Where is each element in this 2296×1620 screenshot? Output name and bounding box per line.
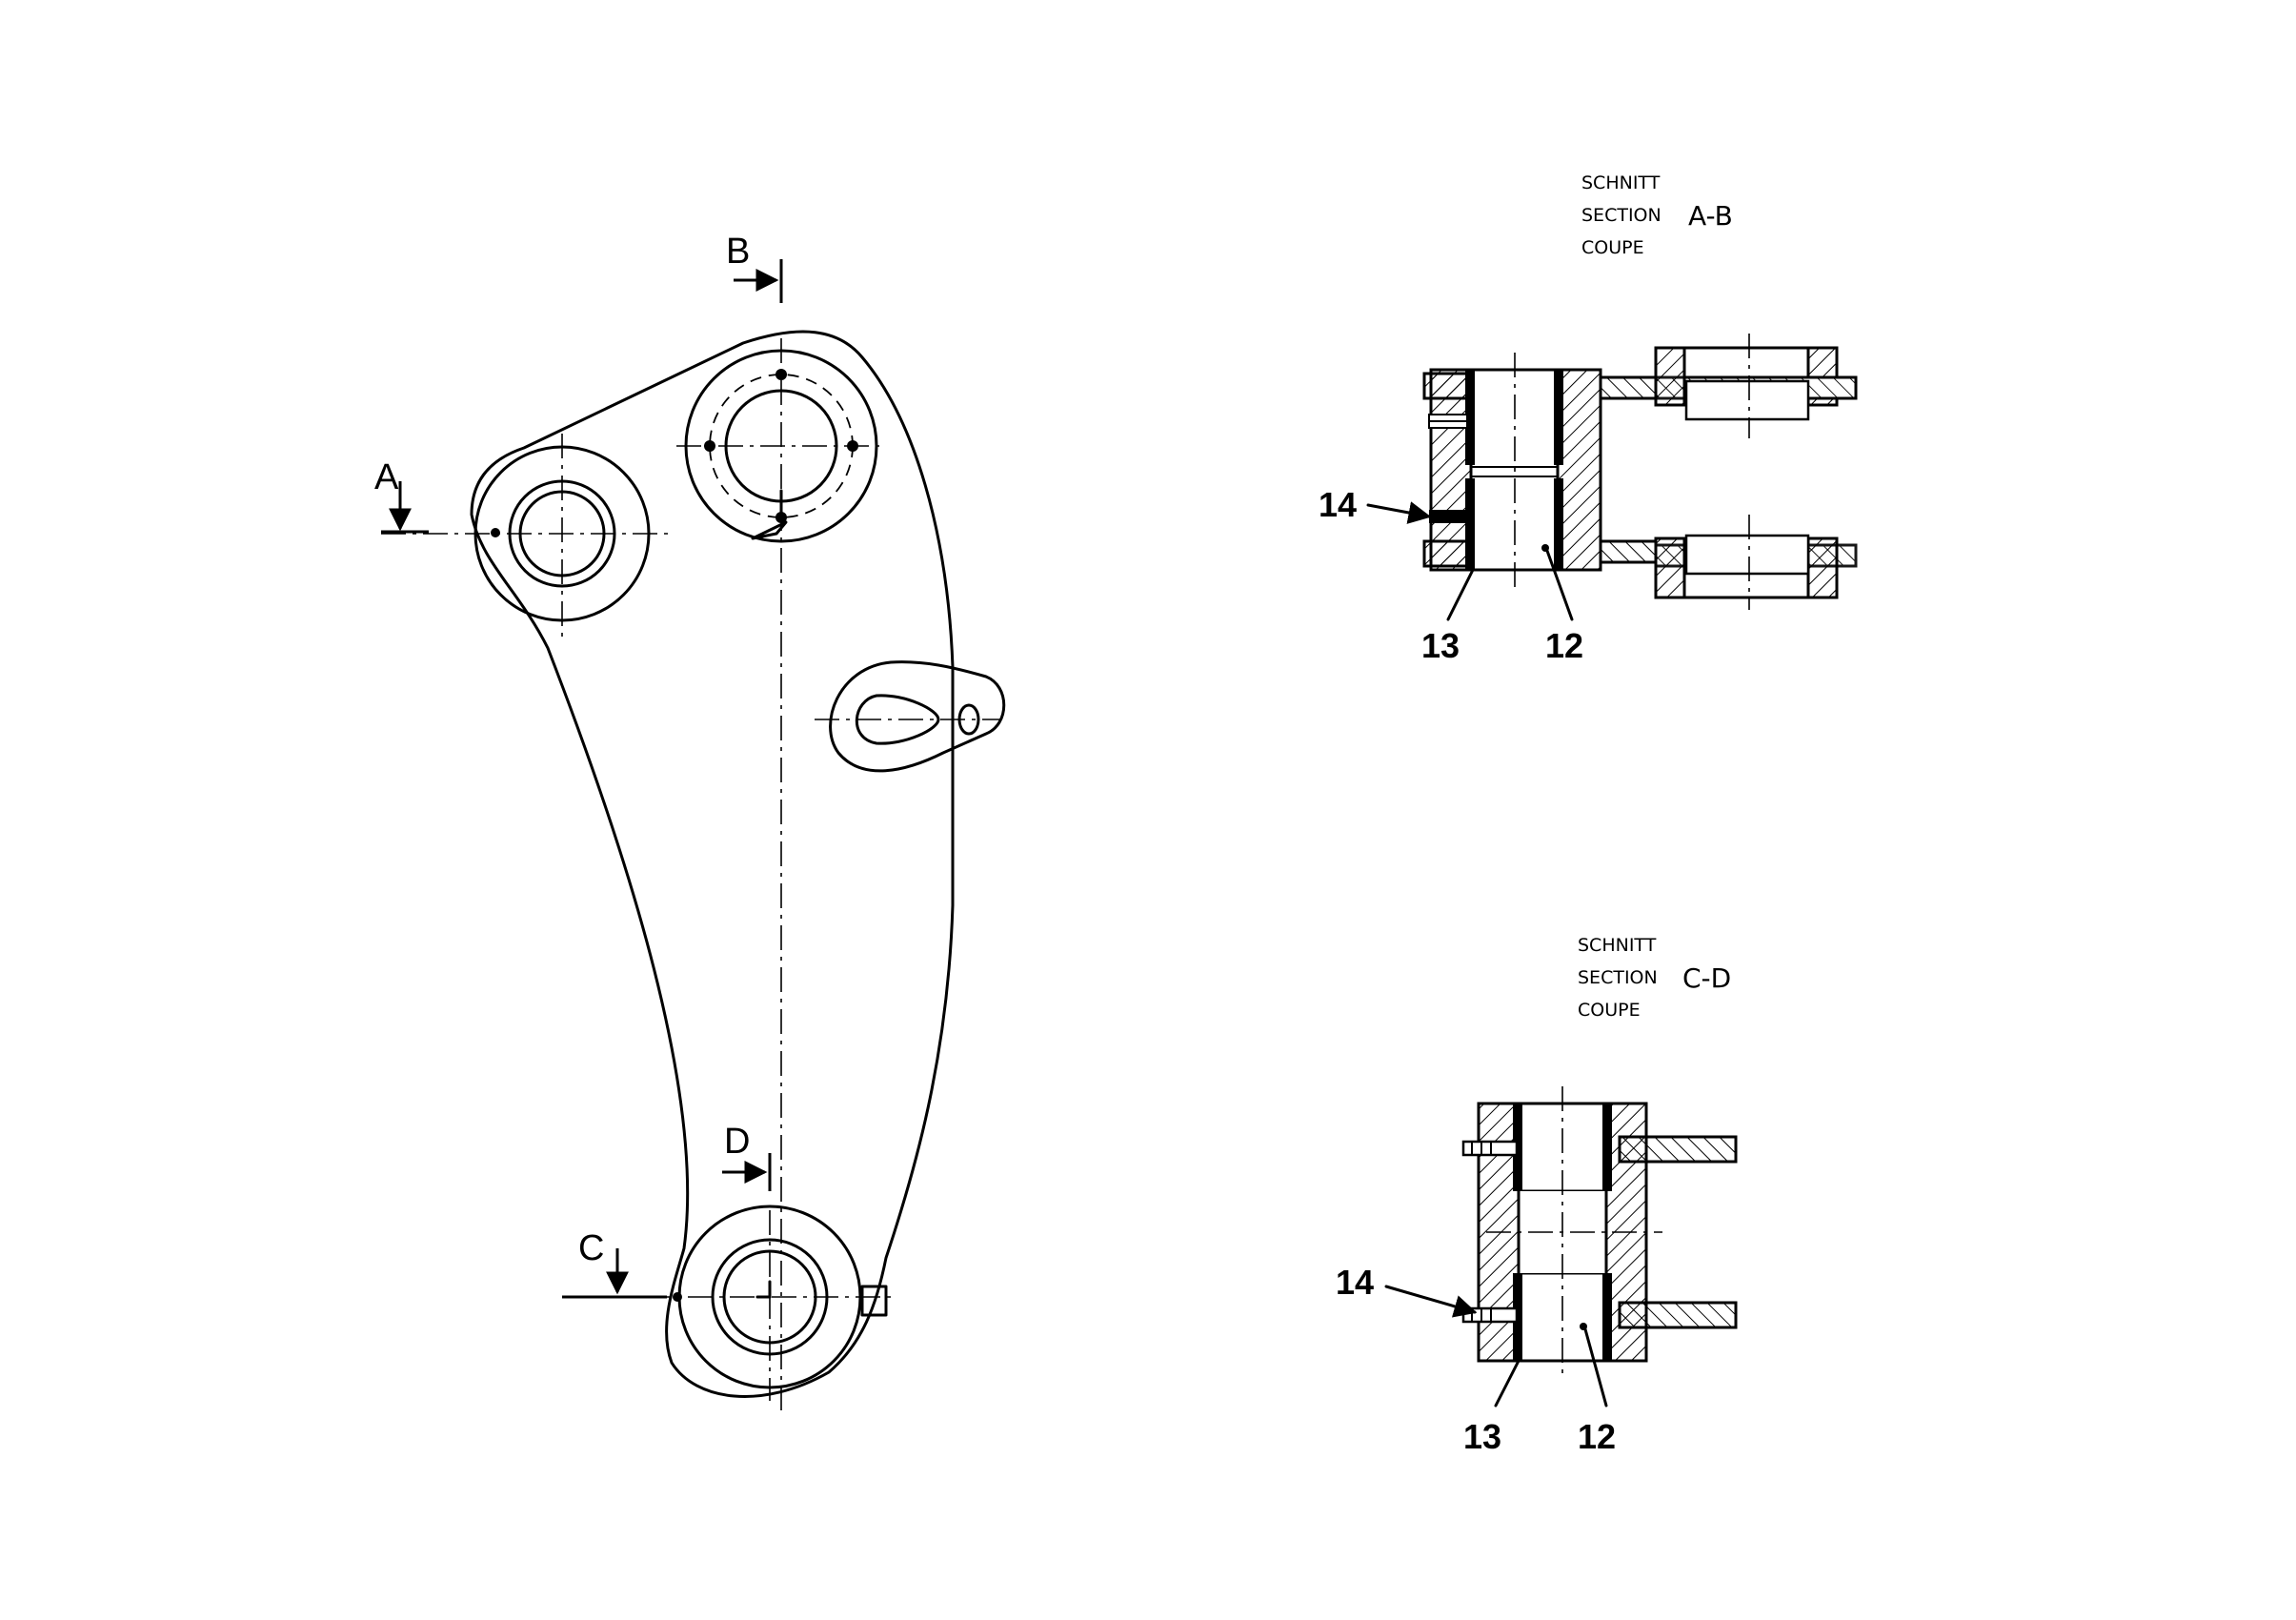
callout-ab-12: 12 — [1545, 626, 1583, 665]
callout-cd-12: 12 — [1578, 1417, 1616, 1456]
lever-outline — [470, 330, 955, 1398]
label-a: A — [374, 457, 399, 497]
section-arrow-a: A — [374, 457, 429, 534]
label-b: B — [726, 232, 750, 272]
side-lug — [829, 660, 1006, 773]
section-cd-line2: SECTION — [1578, 967, 1658, 988]
section-cd-code: C-D — [1682, 962, 1731, 994]
section-ab-line1: SCHNITT — [1581, 172, 1661, 193]
section-cd-line3: COUPE — [1578, 1000, 1641, 1021]
section-ab-line2: SECTION — [1581, 205, 1662, 226]
section-ab-code: A-B — [1688, 200, 1733, 232]
callout-ab-13: 13 — [1421, 626, 1460, 665]
section-ab-line3: COUPE — [1581, 237, 1644, 258]
side-lug-slot — [855, 694, 940, 745]
callout-cd-14: 14 — [1336, 1263, 1374, 1302]
lever-main-view: A B C D — [374, 232, 1006, 1410]
section-arrow-d: D — [722, 1122, 772, 1191]
section-cd: SCHNITT SECTION C-D COUPE — [1336, 935, 1738, 1456]
section-arrow-c: C — [562, 1228, 667, 1299]
section-ab: SCHNITT SECTION A-B COUPE — [1319, 172, 1858, 665]
callout-ab-14: 14 — [1319, 485, 1357, 524]
section-cd-line1: SCHNITT — [1578, 935, 1657, 956]
section-arrow-b: B — [726, 232, 783, 303]
label-d: D — [724, 1122, 750, 1162]
callout-cd-13: 13 — [1463, 1417, 1501, 1456]
label-c: C — [578, 1228, 604, 1268]
